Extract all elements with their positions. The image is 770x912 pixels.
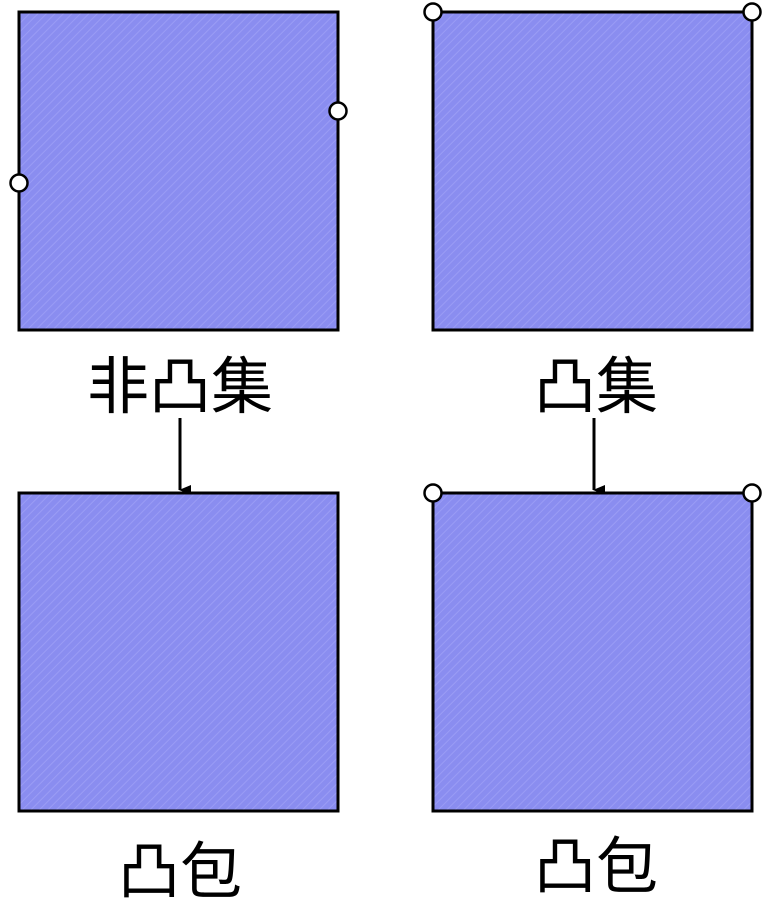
panel-convex-hull-right: 凸包 (423, 483, 762, 903)
nonconvex-set-shape (17, 10, 340, 332)
label-convex-hull-left: 凸包 (118, 835, 242, 907)
nonconvex-point-left (9, 173, 29, 193)
convex-point-top-right (742, 2, 762, 22)
label-convex-hull-right: 凸包 (534, 830, 658, 903)
hull-point-top-right (742, 483, 762, 503)
panel-nonconvex-set: 非凸集 (9, 10, 348, 423)
convex-set-shape (431, 10, 754, 332)
convex-hull-right-shape (431, 491, 754, 813)
panel-convex-hull-left: 凸包 (17, 491, 340, 908)
label-convex-set: 凸集 (534, 350, 658, 423)
label-nonconvex-set: 非凸集 (87, 350, 273, 423)
convex-hull-left-shape (17, 491, 340, 813)
convex-point-top-left (423, 2, 443, 22)
hull-point-top-left (423, 483, 443, 503)
panel-convex-set: 凸集 (423, 2, 762, 423)
nonconvex-point-right (328, 101, 348, 121)
